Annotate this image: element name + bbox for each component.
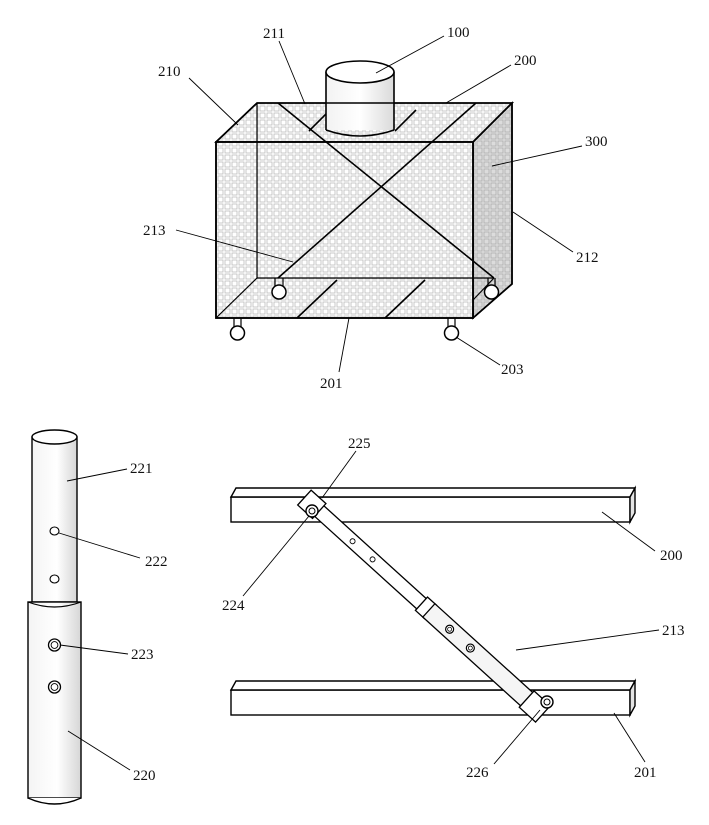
cage-front-outline [215, 141, 474, 319]
leader-210 [188, 77, 239, 126]
cage-side-outline [472, 103, 513, 319]
cage-top-slat-b [394, 109, 417, 132]
leader-221 [66, 468, 128, 482]
cage-front-face [215, 141, 474, 319]
leader-212 [512, 211, 574, 253]
caster-front-left [229, 318, 246, 341]
small-hole-lower [49, 574, 60, 584]
brace-detail: 225 224 200 213 226 201 [222, 436, 685, 781]
label-225: 225 [348, 436, 371, 452]
leader-226 [493, 709, 541, 765]
label-300: 300 [585, 134, 608, 150]
large-hole-upper [47, 638, 62, 652]
leader-201-bottom [613, 712, 646, 763]
label-220: 220 [133, 768, 156, 784]
cage-bottom-slat-a [296, 279, 338, 319]
cage-back-bottom-left [215, 277, 258, 319]
label-211: 211 [263, 26, 285, 42]
leader-100 [375, 35, 445, 74]
leader-211 [278, 40, 306, 105]
leader-200-top [445, 64, 512, 104]
large-hole-lower-inner [50, 683, 59, 691]
leader-203 [455, 336, 501, 366]
cage-assembly: 100 200 210 211 300 213 212 201 203 [143, 25, 608, 392]
leader-201-top [338, 317, 350, 373]
leader-213-top [175, 229, 294, 263]
cage-bottom-slat-b [384, 279, 426, 319]
label-222: 222 [145, 554, 168, 570]
outer-tube-220 [27, 601, 82, 799]
label-213-bottom: 213 [662, 623, 685, 639]
bar-201 [229, 678, 637, 718]
cage-cross-brace-b [277, 102, 477, 279]
leader-200-bottom [601, 511, 656, 552]
pivot-pin-224-inner [308, 507, 316, 515]
label-201-top: 201 [320, 376, 343, 392]
outer-tube-rim [27, 601, 82, 608]
bar-200 [229, 485, 637, 525]
outer-tube-bottom [27, 797, 82, 805]
label-210: 210 [158, 64, 181, 80]
leader-220 [67, 730, 131, 771]
label-201-bottom: 201 [634, 765, 657, 781]
label-224: 224 [222, 598, 245, 614]
cage-cross-brace-a [277, 102, 495, 279]
leader-225 [321, 450, 357, 499]
leader-222 [58, 532, 141, 559]
pivot-pin-226-inner [543, 698, 551, 706]
large-hole-lower [47, 680, 62, 694]
label-200-top: 200 [514, 53, 537, 69]
leader-213-bottom [515, 629, 660, 651]
label-200-bottom: 200 [660, 548, 683, 564]
cage-top-outline [215, 102, 514, 143]
caster-back-right [483, 278, 500, 300]
leader-300 [491, 145, 583, 167]
label-212: 212 [576, 250, 599, 266]
label-213-top: 213 [143, 223, 166, 239]
large-hole-upper-inner [50, 641, 59, 649]
leader-224 [242, 515, 310, 597]
inner-tube-top [31, 429, 78, 445]
cage-back-bottom-right [472, 277, 495, 301]
label-100: 100 [447, 25, 470, 41]
telescoping-tube: 221 222 223 220 [27, 429, 168, 805]
diagonal-brace-213 [296, 489, 552, 723]
cylinder-100 [325, 60, 395, 137]
label-226: 226 [466, 765, 489, 781]
caster-back-left [271, 278, 287, 300]
caster-front-right [443, 318, 460, 341]
label-203: 203 [501, 362, 524, 378]
label-223: 223 [131, 647, 154, 663]
label-221: 221 [130, 461, 153, 477]
leader-223 [59, 644, 129, 655]
small-hole-upper [49, 526, 60, 536]
